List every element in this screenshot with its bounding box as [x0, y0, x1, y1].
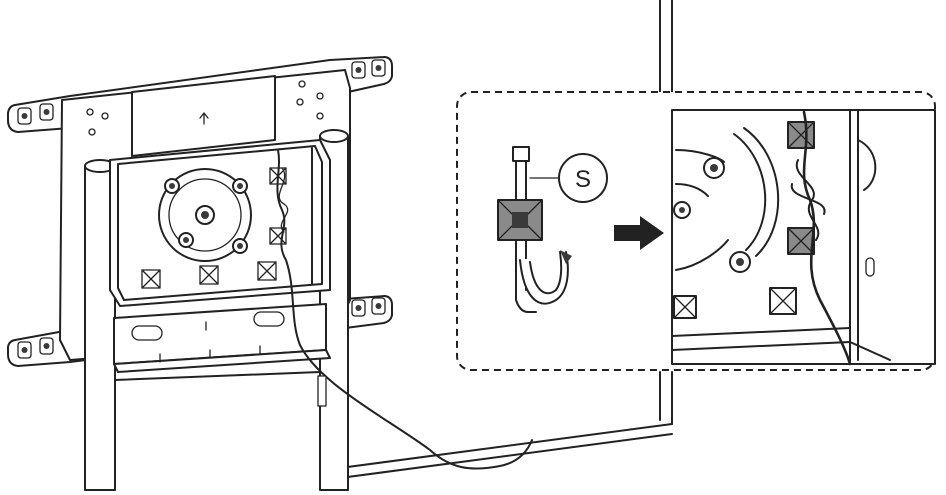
zoomed-bracket-detail [671, 109, 936, 366]
callout-circle [558, 153, 608, 203]
vesa-bracket [109, 139, 331, 307]
callout-label: S [575, 166, 591, 193]
power-cable [276, 149, 533, 470]
lower-tray [113, 303, 331, 373]
cable-tie-with-mount [497, 146, 572, 313]
callout-s: S [529, 153, 608, 203]
direction-arrow-icon [614, 216, 664, 250]
detail-inset: S [456, 91, 936, 371]
stand-uprights [84, 129, 349, 491]
